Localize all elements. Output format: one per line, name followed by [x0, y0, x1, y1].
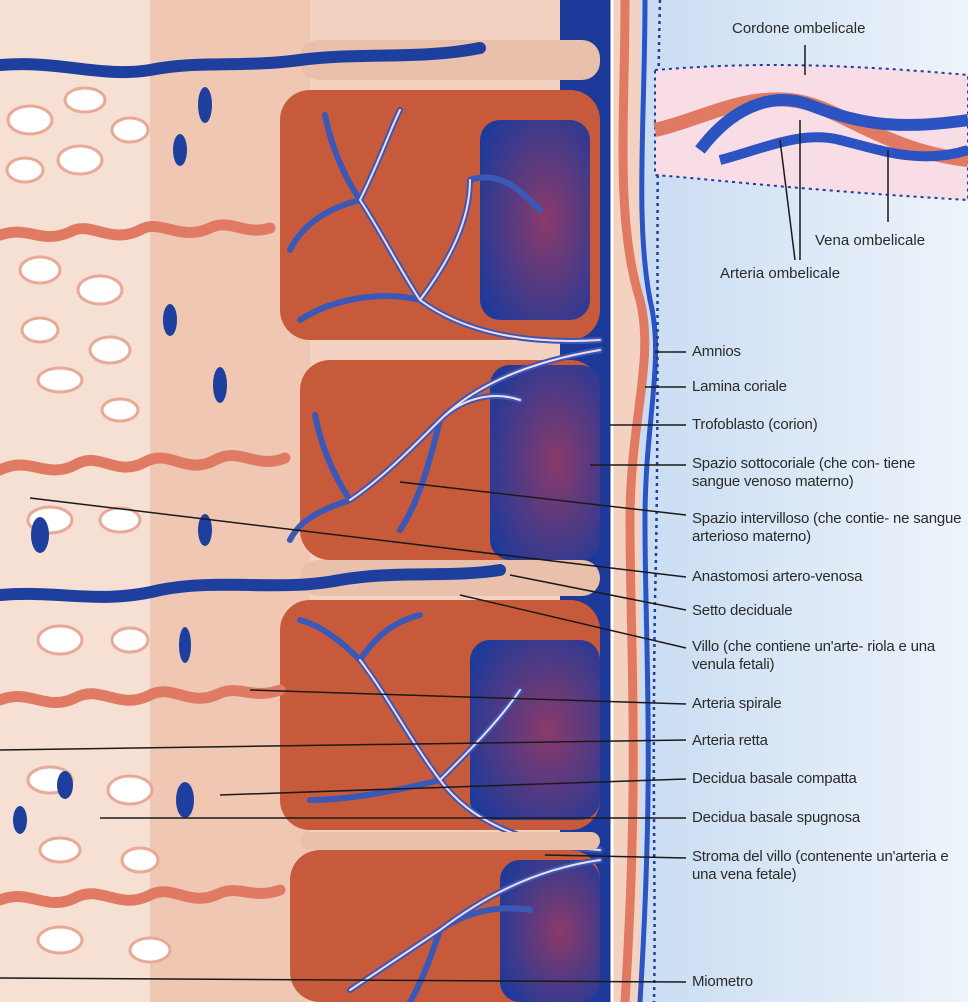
cotyledons [280, 90, 600, 1002]
label-cordone-ombelicale: Cordone ombelicale [732, 20, 865, 37]
label-stroma-villo: Stroma del villo (contenente un'arteria … [692, 848, 962, 884]
label-spazio-sottocoriale: Spazio sottocoriale (che con- tiene sang… [692, 455, 962, 491]
label-anastomosi: Anastomosi artero-venosa [692, 568, 862, 586]
label-arteria-ombelicale: Arteria ombelicale [720, 265, 840, 282]
label-setto-deciduale: Setto deciduale [692, 602, 792, 620]
label-lamina-coriale: Lamina coriale [692, 378, 787, 396]
label-amnios: Amnios [692, 343, 741, 361]
label-vena-ombelicale: Vena ombelicale [815, 232, 925, 249]
label-villo: Villo (che contiene un'arte- riola e una… [692, 638, 962, 674]
label-arteria-spirale: Arteria spirale [692, 695, 782, 713]
label-decidua-spugnosa: Decidua basale spugnosa [692, 809, 860, 827]
label-decidua-compatta: Decidua basale compatta [692, 770, 857, 788]
label-arteria-retta: Arteria retta [692, 732, 768, 750]
label-spazio-intervilloso: Spazio intervilloso (che contie- ne sang… [692, 510, 962, 546]
label-miometro: Miometro [692, 973, 753, 991]
label-trofoblasto: Trofoblasto (corion) [692, 416, 818, 434]
